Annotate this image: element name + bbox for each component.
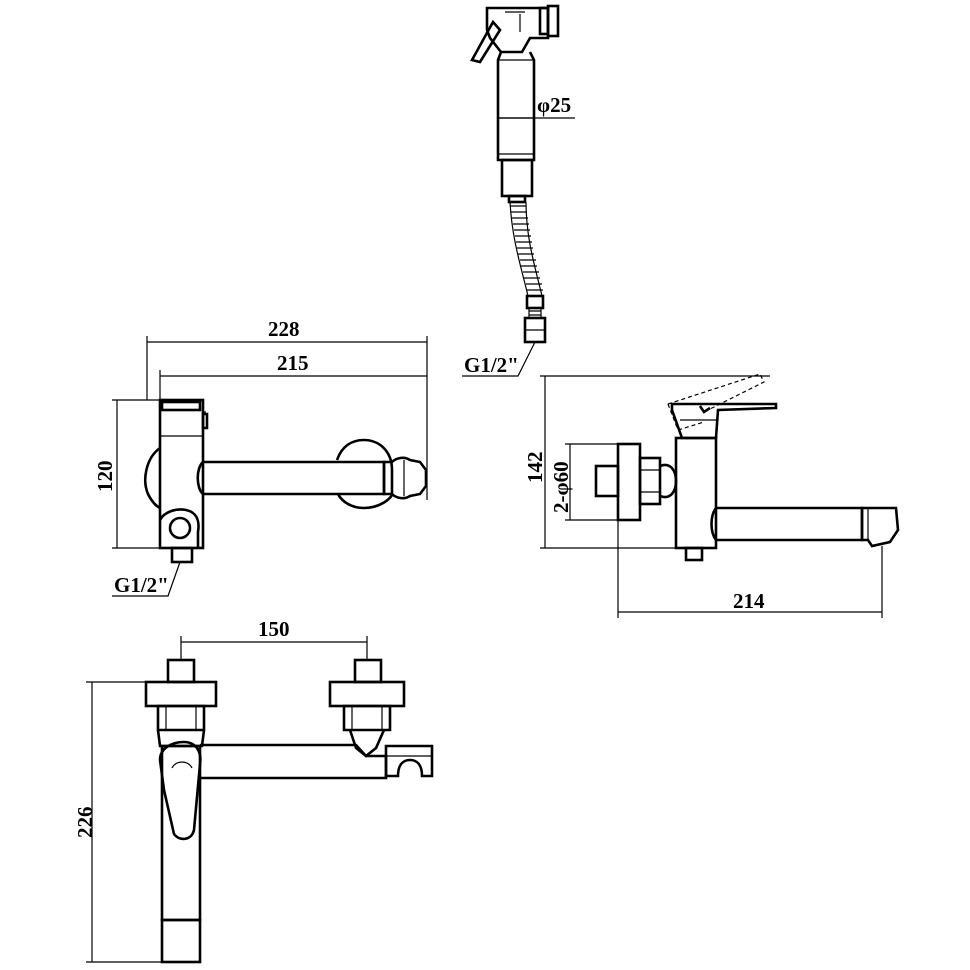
dim-120: 120 <box>93 461 117 493</box>
dim-142: 142 <box>523 452 547 484</box>
hose <box>509 201 543 297</box>
hand-shower-diameter-label: φ25 <box>537 93 571 117</box>
dim-150: 150 <box>258 617 290 641</box>
dim-214: 214 <box>733 589 765 613</box>
hose-thread-label: G1/2" <box>464 353 519 377</box>
inlet-thread-label: G1/2" <box>114 573 169 597</box>
hand-shower-view: G1/2" φ25 <box>462 4 575 377</box>
front-view: 150 226 <box>73 617 434 964</box>
side-view: 142 2-φ60 214 <box>523 373 900 618</box>
dim-228: 228 <box>268 317 300 341</box>
dim-226: 226 <box>73 807 97 839</box>
dim-215: 215 <box>277 351 309 375</box>
dim-2-phi60: 2-φ60 <box>549 461 573 513</box>
top-view: 228 215 120 G1/2" <box>93 317 428 597</box>
